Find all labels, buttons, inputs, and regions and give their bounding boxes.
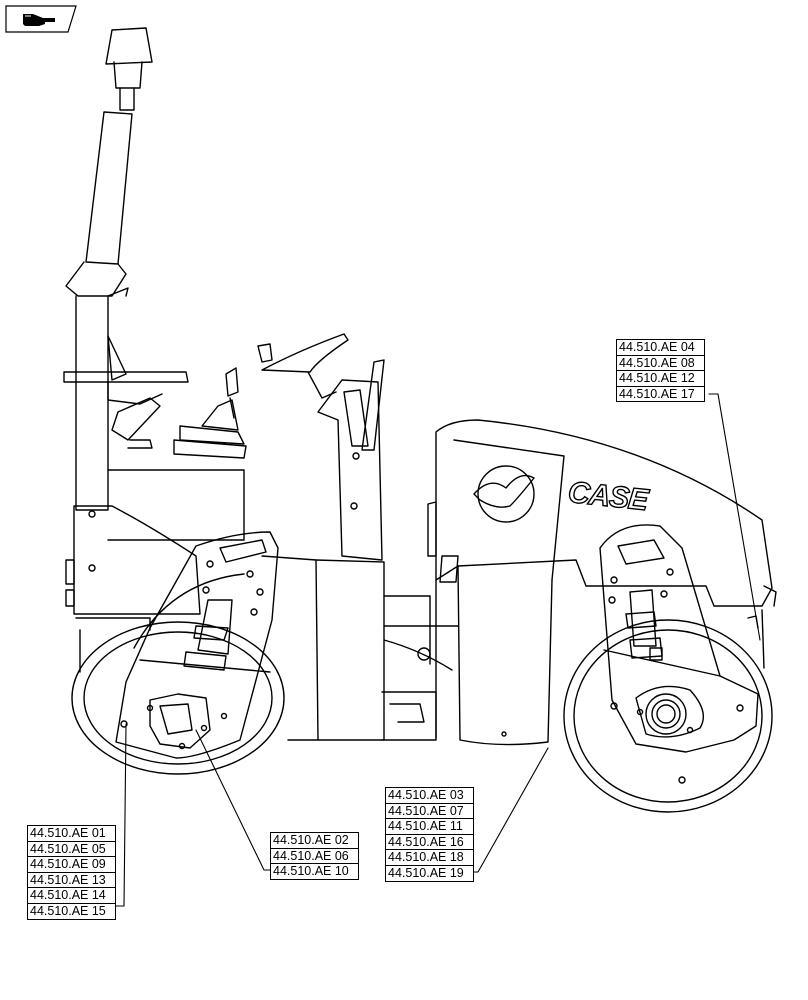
- ref-link[interactable]: 44.510.AE 08: [617, 356, 704, 372]
- pointing-hand-icon: [23, 14, 55, 26]
- ref-link[interactable]: 44.510.AE 10: [273, 864, 349, 879]
- ref-link[interactable]: 44.510.AE 04: [617, 340, 704, 356]
- rear-side-plate: [115, 531, 279, 759]
- ref-link[interactable]: 44.510.AE 05: [28, 842, 115, 858]
- callout-rear-drum: 44.510.AE 01 44.510.AE 05 44.510.AE 09 4…: [27, 825, 116, 920]
- ref-link[interactable]: 44.510.AE 03: [386, 788, 473, 804]
- rops-mast: [65, 27, 153, 511]
- ref-link[interactable]: 44.510.AE 14: [28, 888, 115, 904]
- ref-link[interactable]: 44.510.AE 13: [28, 873, 115, 889]
- callout-rear-hub: 44.510.AE 02 44.510.AE 06 44.510.AE 10: [270, 832, 359, 880]
- ref-link[interactable]: 44.510.AE 15: [30, 903, 106, 918]
- rear-body: [65, 469, 245, 673]
- steering-console: [257, 333, 385, 561]
- callout-front-drum: 44.510.AE 04 44.510.AE 08 44.510.AE 12 4…: [616, 339, 705, 403]
- ref-link[interactable]: 44.510.AE 01: [28, 826, 115, 842]
- ref-link[interactable]: 44.510.AE 09: [28, 857, 115, 873]
- callout-chassis: 44.510.AE 03 44.510.AE 07 44.510.AE 11 4…: [385, 787, 474, 882]
- front-drum: [563, 619, 773, 813]
- nav-tab[interactable]: [5, 6, 75, 32]
- ref-link[interactable]: 44.510.AE 16: [386, 835, 473, 851]
- ref-link[interactable]: 44.510.AE 12: [617, 371, 704, 387]
- center-frame: [261, 555, 459, 741]
- ref-link[interactable]: 44.510.AE 17: [619, 386, 695, 401]
- ref-link[interactable]: 44.510.AE 11: [386, 819, 473, 835]
- rear-drum: [71, 573, 285, 775]
- front-side-plate: [599, 524, 759, 784]
- ref-link[interactable]: 44.510.AE 02: [271, 833, 358, 849]
- ref-link[interactable]: 44.510.AE 06: [271, 849, 358, 865]
- front-hood: [427, 419, 777, 746]
- ref-link[interactable]: 44.510.AE 19: [388, 865, 464, 880]
- leader-lines: [113, 393, 761, 907]
- ref-link[interactable]: 44.510.AE 07: [386, 804, 473, 820]
- ref-link[interactable]: 44.510.AE 18: [386, 850, 473, 866]
- operator-seat: [63, 335, 247, 459]
